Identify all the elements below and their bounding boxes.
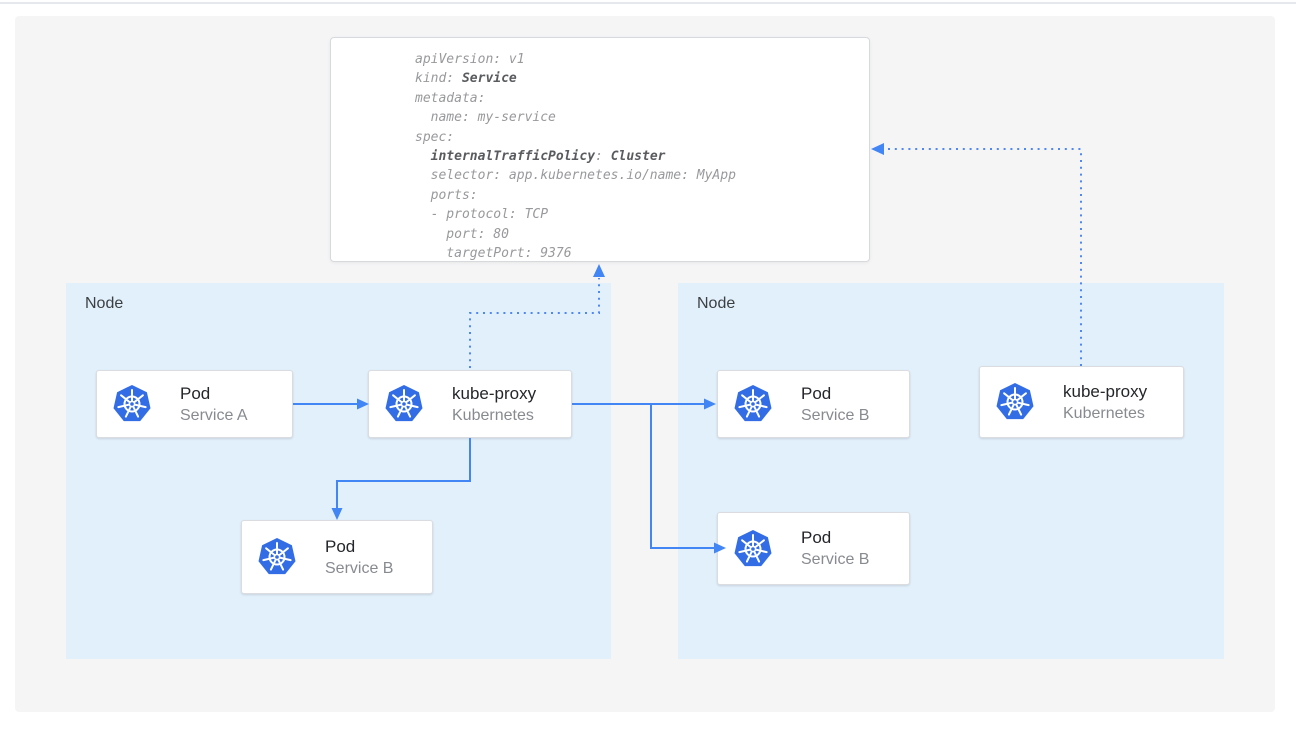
code-seg	[415, 149, 431, 164]
yaml-line: - protocol: TCP	[415, 205, 869, 224]
yaml-line: targetPort: 9376	[415, 244, 869, 263]
code-seg: spec:	[415, 129, 455, 145]
code-seg: :	[595, 149, 611, 165]
card-subtitle: Kubernetes	[1063, 404, 1145, 422]
card-title: Pod	[801, 528, 832, 547]
pod-service-b-left-card: Pod Service B	[241, 520, 433, 594]
code-seg: port: 80	[415, 226, 509, 242]
kubernetes-icon	[734, 385, 772, 422]
top-border-line	[0, 2, 1296, 4]
kubernetes-icon	[113, 385, 151, 422]
code-seg-bold: internalTrafficPolicy	[430, 149, 596, 165]
card-subtitle: Service B	[801, 551, 870, 568]
card-subtitle: Service A	[180, 406, 248, 424]
kubernetes-icon	[734, 529, 772, 566]
node-label: Node	[85, 295, 124, 312]
yaml-line: port: 80	[415, 225, 869, 244]
card-subtitle: Service B	[801, 406, 870, 424]
node-label: Node	[697, 295, 736, 312]
pod-service-b-right-top-card: Pod Service B	[717, 370, 910, 438]
code-seg-bold: Service	[461, 71, 517, 87]
yaml-line: spec:	[415, 128, 869, 147]
kubernetes-icon	[258, 538, 296, 575]
code-seg: apiVersion: v1	[415, 52, 525, 67]
node-box-left: Node	[66, 283, 611, 659]
card-title: Pod	[325, 536, 356, 556]
code-seg: selector: app.kubernetes.io/name: MyApp	[415, 168, 736, 184]
yaml-manifest-panel: apiVersion: v1 kind: Service metadata: n…	[330, 37, 870, 262]
code-seg: targetPort: 9376	[415, 246, 572, 262]
kubernetes-icon	[996, 383, 1034, 420]
card-title: Pod	[801, 383, 832, 403]
yaml-line: selector: app.kubernetes.io/name: MyApp	[415, 166, 869, 185]
yaml-line: internalTrafficPolicy: Cluster	[415, 147, 869, 166]
kube-proxy-right-card: kube-proxy Kubernetes	[979, 366, 1184, 438]
card-title: kube-proxy	[1063, 381, 1148, 401]
kubernetes-icon	[385, 385, 423, 422]
code-seg: ports:	[415, 187, 478, 203]
yaml-line: name: my-service	[415, 108, 869, 127]
pod-service-a-card: Pod Service A	[96, 370, 293, 438]
yaml-line: metadata:	[415, 89, 869, 108]
code-seg: kind:	[415, 71, 462, 87]
kube-proxy-left-card: kube-proxy Kubernetes	[368, 370, 572, 438]
code-seg-bold: Cluster	[610, 149, 666, 165]
code-seg: metadata:	[415, 90, 486, 106]
yaml-line: ports:	[415, 186, 869, 205]
node-box-right: Node	[678, 283, 1224, 659]
code-seg: - protocol: TCP	[415, 207, 549, 223]
card-subtitle: Service B	[325, 559, 394, 577]
card-subtitle: Kubernetes	[452, 406, 534, 424]
yaml-line: apiVersion: v1	[415, 50, 869, 69]
card-title: kube-proxy	[452, 383, 537, 403]
pod-service-b-right-bottom-card: Pod Service B	[717, 512, 910, 585]
code-seg: name: my-service	[415, 110, 556, 126]
yaml-line: kind: Service	[415, 69, 869, 88]
card-title: Pod	[180, 383, 211, 403]
